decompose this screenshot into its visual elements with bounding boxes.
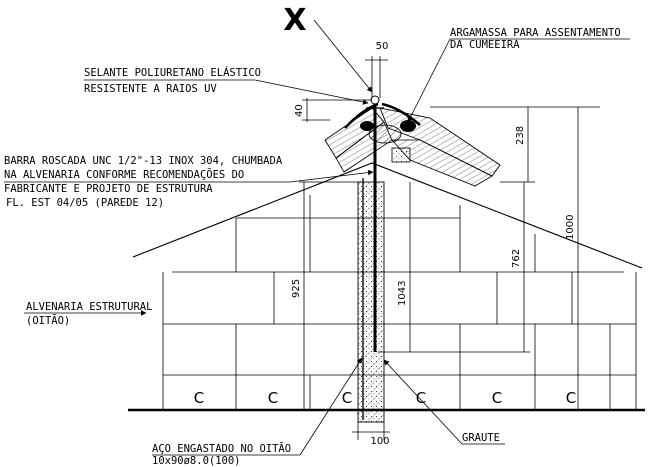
block-mark-c: C [194, 389, 204, 407]
svg-text:1043: 1043 [397, 281, 408, 306]
roof-ridge-assembly [324, 95, 501, 187]
svg-text:DA CUMEEIRA: DA CUMEEIRA [450, 39, 520, 51]
dimension-762: 762 [378, 182, 530, 353]
svg-text:238: 238 [515, 126, 526, 145]
block-mark-c: C [268, 389, 278, 407]
gable-wall: C C C C C C [128, 162, 645, 412]
head-joints-course-4 [162, 375, 611, 410]
dimension-925: 925 [291, 181, 360, 410]
label-aco-engastado: AÇO ENGASTADO NO OITÃO 10x90ø8.0(100) [152, 357, 363, 467]
dimension-50: 50 [365, 41, 388, 98]
label-alvenaria: ALVENARIA ESTRUTURAL (OITÃO) [24, 301, 152, 327]
svg-text:NA ALVENARIA CONFORME RECOMEND: NA ALVENARIA CONFORME RECOMENDAÇÕES DO [4, 168, 244, 181]
svg-text:762: 762 [511, 249, 522, 268]
svg-text:BARRA ROSCADA UNC 1/2"-13 INOX: BARRA ROSCADA UNC 1/2"-13 INOX 304, CHUM… [4, 155, 283, 167]
label-argamassa: ARGAMASSA PARA ASSENTAMENTO DA CUMEEIRA [407, 27, 630, 123]
svg-text:FABRICANTE E PROJETO DE ESTRUT: FABRICANTE E PROJETO DE ESTRUTURA [4, 183, 213, 195]
grouted-cell [357, 181, 385, 423]
block-mark-c: C [342, 389, 352, 407]
svg-text:AÇO ENGASTADO NO OITÃO: AÇO ENGASTADO NO OITÃO [152, 442, 291, 455]
block-mark-c: C [416, 389, 426, 407]
svg-text:(OITÃO): (OITÃO) [26, 314, 70, 327]
dimension-40: 40 [294, 98, 372, 122]
label-barra-roscada: BARRA ROSCADA UNC 1/2"-13 INOX 304, CHUM… [4, 155, 374, 209]
svg-text:GRAUTE: GRAUTE [462, 432, 500, 444]
svg-text:ARGAMASSA PARA ASSENTAMENTO: ARGAMASSA PARA ASSENTAMENTO [450, 27, 621, 39]
block-mark-c: C [566, 389, 576, 407]
label-selante: SELANTE POLIURETANO ELÁSTICO RESISTENTE … [84, 66, 369, 105]
head-joints-course-1 [235, 195, 536, 272]
detail-mark: X [283, 3, 306, 38]
svg-text:SELANTE POLIURETANO ELÁSTICO: SELANTE POLIURETANO ELÁSTICO [84, 66, 261, 79]
svg-text:50: 50 [376, 41, 389, 52]
dimension-1000: 1000 [565, 107, 579, 410]
svg-text:RESISTENTE A RAIOS UV: RESISTENTE A RAIOS UV [84, 83, 217, 95]
dimension-1043: 1043 [397, 182, 411, 352]
label-graute: GRAUTE [383, 359, 505, 445]
svg-text:40: 40 [294, 104, 305, 117]
head-joints-course-2 [273, 272, 573, 324]
detail-mark-leader [313, 19, 373, 93]
svg-text:1000: 1000 [565, 215, 576, 240]
svg-text:925: 925 [291, 279, 302, 298]
gable-outline [132, 162, 643, 269]
svg-text:10x90ø8.0(100): 10x90ø8.0(100) [152, 455, 241, 467]
svg-text:100: 100 [370, 436, 389, 447]
dimension-238: 238 [430, 106, 600, 183]
svg-text:FL. EST 04/05 (PAREDE 12): FL. EST 04/05 (PAREDE 12) [6, 197, 164, 209]
block-mark-c: C [492, 389, 502, 407]
svg-text:ALVENARIA ESTRUTURAL: ALVENARIA ESTRUTURAL [26, 301, 152, 313]
head-joints-course-3 [235, 324, 611, 375]
dimension-100: 100 [352, 422, 390, 447]
